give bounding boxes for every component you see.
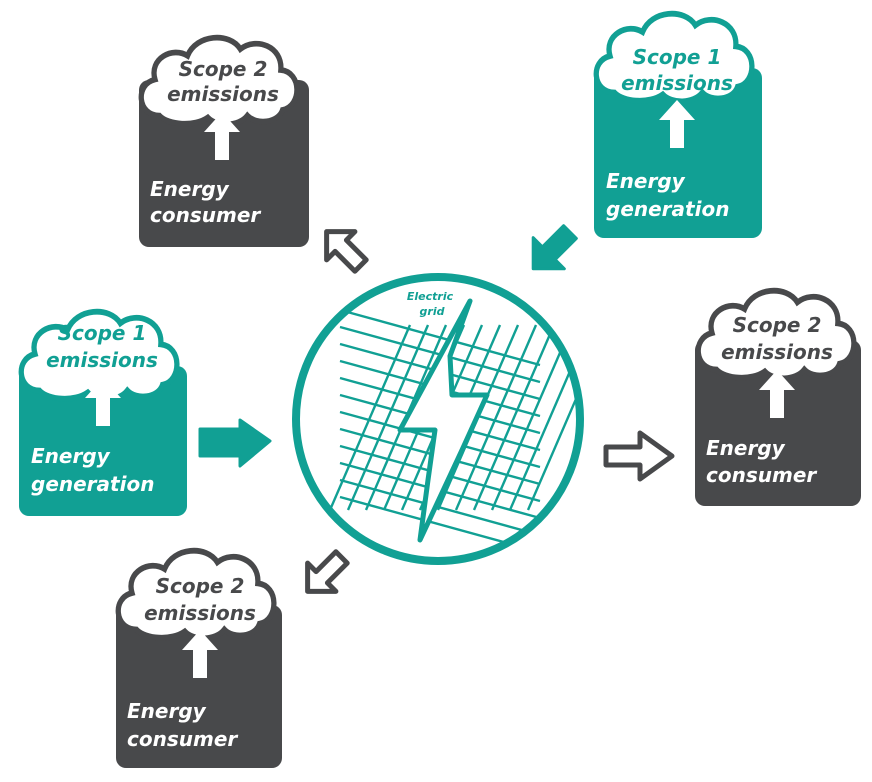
up-arrow-icon (182, 630, 218, 678)
box-label-line2: generation (31, 472, 154, 496)
grid-label-line2: grid (420, 305, 445, 318)
up-arrow-icon (85, 378, 121, 426)
cloud-label-line1: Scope 2 (733, 313, 822, 337)
grid-mesh-line (490, 324, 574, 511)
outline-arrow-to-bottom-left (305, 549, 350, 594)
up-arrow-icon (659, 100, 695, 148)
up-arrow-icon (204, 112, 240, 160)
cloud-label-line2: emissions (46, 348, 158, 372)
grid-mesh-line (328, 324, 412, 511)
consumer-box (695, 340, 861, 506)
grid-mesh-line (346, 324, 430, 511)
box-label-line1: Energy (606, 169, 686, 193)
box-label-line1: Energy (706, 436, 786, 460)
cloud-label-line1: Scope 2 (156, 574, 245, 598)
box-label-line2: generation (606, 197, 729, 221)
grid-mesh-line (472, 324, 556, 511)
box-label-line1: Energy (127, 699, 207, 723)
energy-generation-node-top-right: Scope 1 emissions Energy generation (594, 14, 762, 238)
energy-consumer-node-bottom-left: Scope 2 emissions Energy consumer (116, 551, 282, 768)
box-label-line1: Energy (31, 444, 111, 468)
grid-label-line1: Electric (407, 290, 454, 303)
box-label-line2: consumer (150, 203, 261, 227)
up-arrow-icon (759, 370, 795, 418)
electric-grid-node: Electric grid (292, 273, 584, 565)
box-label-line2: consumer (127, 727, 238, 751)
generation-box (594, 68, 762, 238)
consumer-box (116, 605, 282, 768)
cloud-label-line2: emissions (144, 601, 256, 625)
outline-arrow-to-right (603, 430, 675, 482)
grid-circle (292, 273, 584, 565)
cloud-label-line2: emissions (167, 82, 279, 106)
energy-generation-node-left: Scope 1 emissions Energy generation (19, 312, 187, 516)
cloud-label-line1: Scope 1 (633, 45, 722, 69)
cloud-label-line1: Scope 1 (58, 321, 147, 345)
grid-mesh-line (526, 324, 580, 511)
energy-consumer-node-top-left: Scope 2 emissions Energy consumer (139, 38, 309, 247)
cloud-label-line2: emissions (721, 340, 833, 364)
cloud-label-line1: Scope 2 (179, 57, 268, 81)
solid-arrow-from-left (198, 418, 272, 468)
solid-arrow-from-top-right (531, 224, 578, 271)
outline-arrow-to-top-left (324, 229, 369, 274)
generation-box (19, 366, 187, 516)
grid-mesh-line (454, 324, 538, 511)
cloud-label-line2: emissions (621, 71, 733, 95)
lightning-bolt-icon (397, 298, 490, 543)
box-label-line2: consumer (706, 463, 817, 487)
energy-consumer-node-right: Scope 2 emissions Energy consumer (695, 291, 861, 506)
box-label-line1: Energy (150, 177, 230, 201)
